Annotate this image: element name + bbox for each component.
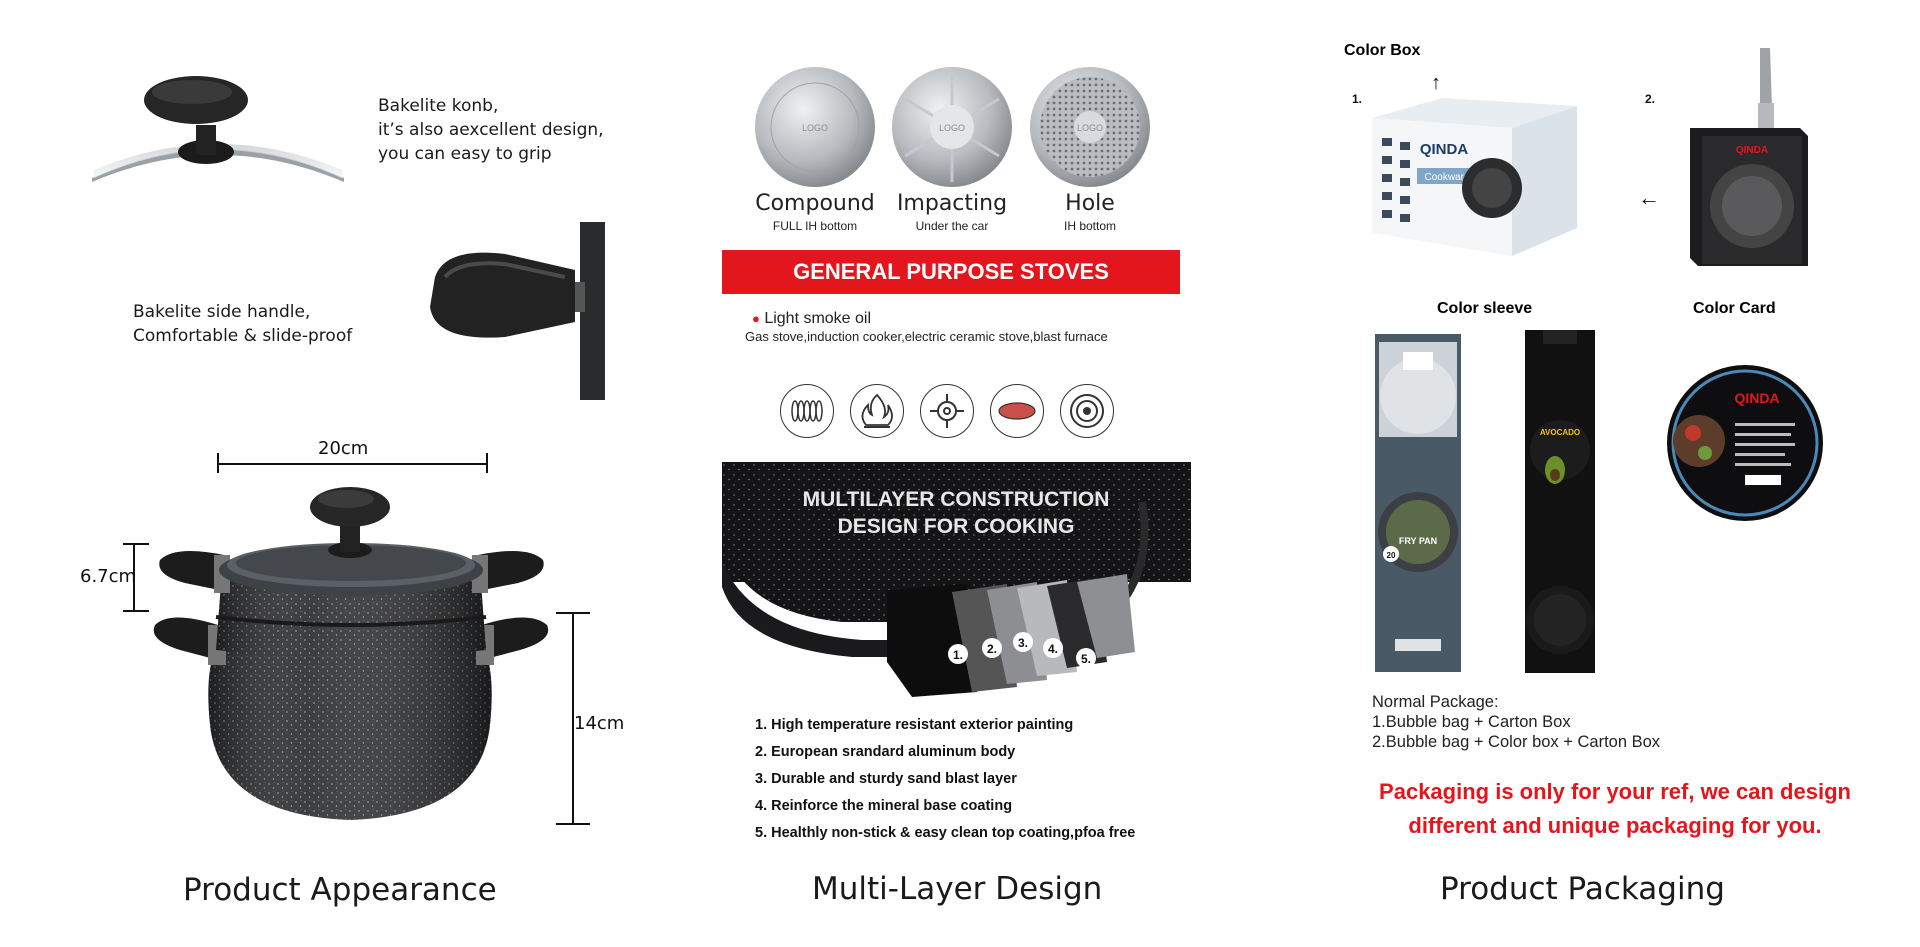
disc-subtitle: IH bottom — [1063, 219, 1117, 233]
color-sleeve-title: Color sleeve — [1437, 300, 1533, 317]
width-dimension-line — [217, 463, 487, 465]
knob-text-line: Bakelite konb, — [378, 96, 499, 116]
packaging-note-line: different and unique packaging for you. — [1408, 813, 1822, 838]
height-dimension-label: 14cm — [574, 713, 625, 734]
dimension-tick — [556, 823, 590, 825]
coil-stove-icon — [780, 384, 834, 438]
bullet-text: Light smoke oil — [764, 310, 872, 327]
ceramic-plate-icon — [990, 384, 1044, 438]
product-appearance-caption: Product Appearance — [183, 872, 497, 908]
box-number: 1. — [1352, 92, 1363, 106]
layer-number: 2. — [987, 642, 997, 656]
box-number: 2. — [1645, 92, 1656, 106]
color-box-title: Color Box — [1344, 42, 1421, 59]
compound-disc-image: LOGO — [755, 67, 875, 187]
knob-text-line: it’s also aexcellent design, — [378, 120, 604, 140]
hole-disc-image: LOGO — [1030, 67, 1150, 187]
handle-text-line: Bakelite side handle, — [133, 302, 311, 322]
disc-logo-text: LOGO — [802, 123, 828, 133]
normal-package-block: Normal Package: 1.Bubble bag + Carton Bo… — [1372, 692, 1660, 752]
handle-text-line: Comfortable & slide-proof — [133, 326, 353, 346]
flame-stove-icon — [850, 384, 904, 438]
layer-number: 4. — [1048, 642, 1058, 656]
color-box-image: Cookware QINDA — [1372, 98, 1577, 256]
normal-package-line: 1.Bubble bag + Carton Box — [1372, 713, 1571, 731]
disc-title: Hole — [1065, 191, 1115, 216]
width-dimension-label: 20cm — [318, 438, 369, 459]
box-label-text: Cookware — [1424, 172, 1469, 183]
normal-package-title: Normal Package: — [1372, 693, 1499, 711]
gas-burner-icon — [920, 384, 974, 438]
arrow-up-icon: ↑ — [1431, 72, 1441, 94]
feature-item: 1. High temperature resistant exterior p… — [755, 717, 1074, 733]
disc-logo-text: LOGO — [939, 123, 965, 133]
layer-number: 1. — [953, 648, 963, 662]
color-sleeve-black-image: AVOCADO — [1525, 330, 1595, 673]
handle-description: Bakelite side handle, Comfortable & slid… — [133, 300, 352, 348]
color-card-image: QINDA — [1667, 365, 1823, 521]
multilayer-pan-image: MULTILAYER CONSTRUCTION DESIGN FOR COOKI… — [722, 462, 1191, 697]
brand-logo-text: QINDA — [1420, 141, 1469, 158]
disc-subtitle: Under the car — [915, 219, 989, 233]
height-dimension-line — [572, 612, 574, 824]
dimension-tick — [486, 453, 488, 473]
multilayer-design-caption: Multi-Layer Design — [812, 871, 1103, 907]
general-purpose-stoves-banner: GENERAL PURPOSE STOVES — [722, 250, 1180, 294]
feature-item: 2. European srandard aluminum body — [755, 744, 1016, 760]
feature-list: 1. High temperature resistant exterior p… — [755, 712, 1135, 847]
disc-subtitle: FULL IH bottom — [772, 219, 858, 233]
dimension-tick — [123, 543, 149, 545]
pan-title-line: MULTILAYER CONSTRUCTION — [803, 488, 1110, 511]
disc-title: Impacting — [896, 191, 1008, 216]
bullet-line: ● Light smoke oil — [752, 310, 871, 328]
packaging-note-line: Packaging is only for your ref, we can d… — [1379, 779, 1851, 804]
disc-logo-text: LOGO — [1077, 123, 1103, 133]
layer-number: 5. — [1081, 652, 1091, 666]
lid-dimension-line — [133, 543, 135, 611]
color-sleeve-gray-image: FRY PAN 20 — [1375, 334, 1461, 672]
packaging-note: Packaging is only for your ref, we can d… — [1360, 775, 1870, 843]
brand-logo-text: QINDA — [1734, 390, 1779, 406]
feature-item: 3. Durable and sturdy sand blast layer — [755, 771, 1017, 787]
dimension-tick — [556, 612, 590, 614]
sleeve-size-text: 20 — [1387, 551, 1396, 560]
red-bullet-icon: ● — [752, 311, 760, 326]
feature-item: 4. Reinforce the mineral base coating — [755, 798, 1013, 814]
feature-item: 5. Healthly non-stick & easy clean top c… — [755, 825, 1136, 841]
frypan-box-image: QINDA — [1690, 48, 1808, 266]
stoves-text: Gas stove,induction cooker,electric cera… — [745, 329, 1108, 344]
dimension-tick — [123, 610, 149, 612]
sleeve-label-text: FRY PAN — [1399, 536, 1437, 546]
lid-knob-image — [92, 76, 344, 182]
product-packaging-caption: Product Packaging — [1440, 871, 1725, 907]
side-handle-image — [430, 222, 605, 400]
impacting-disc-image: LOGO — [892, 67, 1012, 187]
disc-title: Compound — [755, 191, 875, 216]
color-card-title: Color Card — [1693, 300, 1776, 317]
brand-logo-text: QINDA — [1736, 145, 1768, 156]
normal-package-line: 2.Bubble bag + Color box + Carton Box — [1372, 733, 1661, 751]
induction-icon — [1060, 384, 1114, 438]
dimension-tick — [217, 453, 219, 473]
pan-title-line: DESIGN FOR COOKING — [838, 515, 1075, 538]
arrow-left-icon: ← — [1638, 185, 1660, 210]
steamer-pot-image — [153, 487, 549, 820]
lid-dimension-label: 6.7cm — [80, 566, 137, 587]
layer-number: 3. — [1018, 636, 1028, 650]
knob-description: Bakelite konb, it’s also aexcellent desi… — [378, 94, 604, 166]
knob-text-line: you can easy to grip — [378, 144, 552, 164]
sleeve-label-text: AVOCADO — [1540, 428, 1580, 437]
